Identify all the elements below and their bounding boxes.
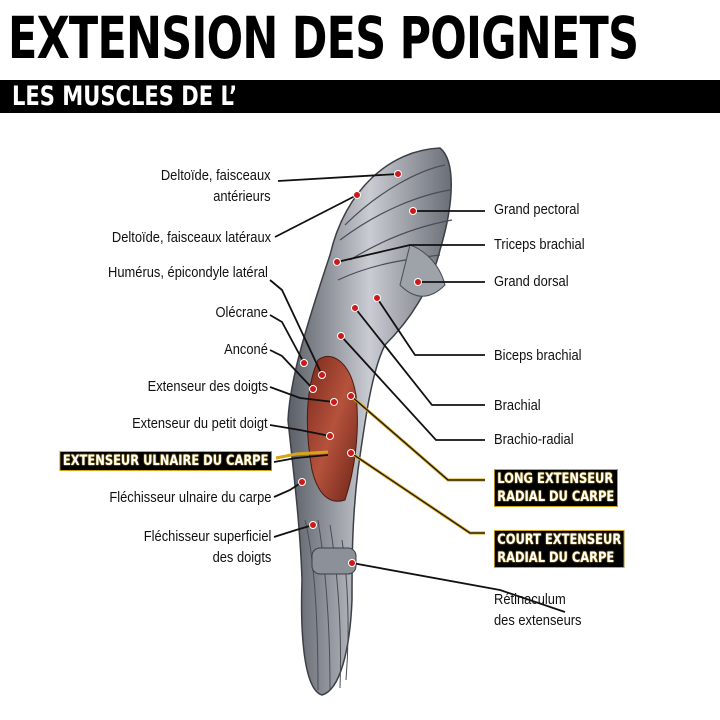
marker-dot — [353, 191, 361, 199]
label-extenseur-petit-doigt: Extenseur du petit doigt — [132, 415, 268, 432]
label-triceps-brachial: Triceps brachial — [494, 236, 585, 253]
label-grand-dorsal: Grand dorsal — [494, 273, 569, 290]
marker-dot — [414, 278, 422, 286]
label-extenseur-ulnaire-carpe: EXTENSEUR ULNAIRE DU CARPE — [59, 451, 272, 471]
marker-dot — [347, 449, 355, 457]
label-biceps-brachial: Biceps brachial — [494, 347, 582, 364]
subtitle-bar — [0, 80, 720, 113]
marker-dot — [351, 304, 359, 312]
marker-dot — [330, 398, 338, 406]
marker-dot — [347, 392, 355, 400]
marker-dot — [318, 371, 326, 379]
label-brachial: Brachial — [494, 397, 541, 414]
marker-dot — [298, 478, 306, 486]
marker-dot — [333, 258, 341, 266]
markers — [298, 170, 422, 567]
forearm-fibers — [304, 519, 349, 691]
leader-lines-highlight-core — [350, 395, 485, 534]
extensor-muscles — [306, 355, 358, 502]
retinaculum-band — [311, 547, 357, 575]
label-grand-pectoral: Grand pectoral — [494, 201, 580, 218]
shoulder-fibers — [337, 164, 453, 281]
label-flechisseur-ulnaire: Fléchisseur ulnaire du carpe — [108, 489, 271, 506]
leader-lines-right — [336, 210, 566, 613]
marker-dot — [348, 559, 356, 567]
marker-dot — [309, 521, 317, 529]
page-title: EXTENSION DES POIGNETS — [8, 4, 639, 72]
grand-dorsal-shape — [399, 244, 446, 297]
label-brachio-radial: Brachio-radial — [494, 431, 574, 448]
label-extenseur-doigts: Extenseur des doigts — [147, 378, 268, 395]
marker-dot — [394, 170, 402, 178]
label-ancone: Anconé — [224, 341, 268, 358]
marker-dot — [309, 385, 317, 393]
marker-dot — [300, 359, 308, 367]
marker-dot — [326, 432, 334, 440]
label-deltoide-lateraux: Deltoïde, faisceaux latéraux — [111, 229, 271, 246]
marker-dot — [337, 332, 345, 340]
marker-dot — [373, 294, 381, 302]
page-subtitle: LES MUSCLES DE L’ — [12, 81, 238, 112]
label-olecrane: Olécrane — [215, 304, 268, 321]
leader-lines-left — [269, 173, 399, 538]
label-humerus-epicondyle: Humérus, épicondyle latéral — [108, 264, 268, 281]
marker-dot — [409, 207, 417, 215]
